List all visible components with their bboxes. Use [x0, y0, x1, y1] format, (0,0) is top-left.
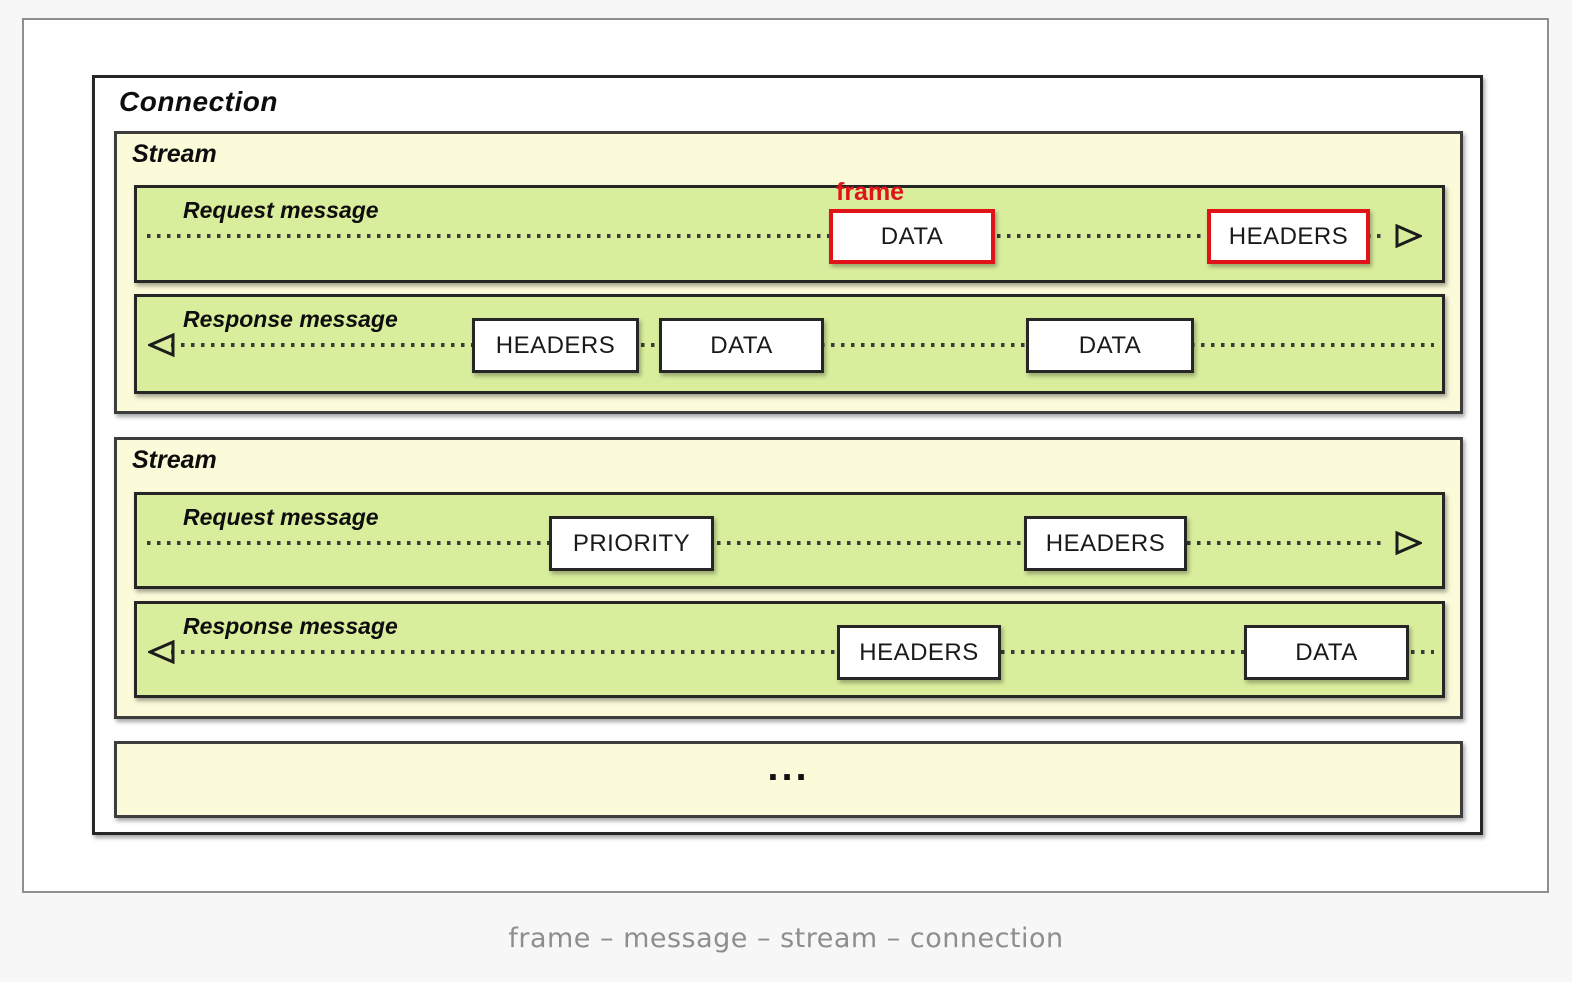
arrow-left-icon [148, 332, 175, 358]
request-message-label: Request message [183, 504, 379, 530]
response-message-label: Response message [183, 306, 398, 332]
frame-box-data: DATA [659, 318, 824, 373]
response-message-row: Response message HEADERS DATA DATA [134, 294, 1445, 394]
dotted-flow-line [171, 650, 1434, 654]
arrow-right-icon [1395, 530, 1422, 556]
stream-label: Stream [132, 140, 217, 168]
request-message-label: Request message [183, 197, 379, 223]
frame-box-data: DATA [1244, 625, 1409, 680]
frame-label: DATA [1078, 331, 1142, 359]
frame-label: DATA [710, 331, 773, 359]
diagram-frame: Connection Stream Request message frame … [22, 18, 1549, 893]
stream-box-2: Stream Request message PRIORITY HEADERS [114, 437, 1463, 719]
frame-box-data: DATA [1026, 318, 1194, 373]
request-message-row: Request message PRIORITY HEADERS [134, 492, 1445, 589]
response-message-label: Response message [183, 613, 398, 639]
frame-box-headers: HEADERS [1024, 516, 1187, 571]
dotted-flow-line [147, 541, 1386, 545]
frame-label: PRIORITY [572, 529, 691, 557]
stream-box-1: Stream Request message frame DATA HEADER… [114, 131, 1463, 414]
arrow-right-icon [1395, 223, 1422, 249]
frame-label: HEADERS [1228, 222, 1349, 250]
connection-label: Connection [119, 86, 278, 117]
frame-label: HEADERS [1045, 529, 1166, 557]
frame-box-priority: PRIORITY [549, 516, 714, 571]
figure-caption: frame – message – stream – connection [508, 923, 1064, 954]
response-message-row: Response message HEADERS DATA [134, 601, 1445, 698]
frame-label: HEADERS [859, 638, 979, 666]
stream-label: Stream [132, 446, 217, 474]
frame-annotation-label: frame [836, 178, 905, 206]
request-message-row: Request message frame DATA HEADERS [134, 178, 1445, 283]
frame-box-headers: HEADERS [1207, 209, 1370, 264]
frame-label: DATA [1295, 638, 1358, 666]
frame-box-data: DATA [829, 209, 995, 264]
connection-box: Connection Stream Request message frame … [92, 75, 1483, 835]
more-streams-box: ... [114, 741, 1463, 818]
frame-box-headers: HEADERS [472, 318, 639, 373]
frame-box-headers: HEADERS [837, 625, 1001, 680]
ellipsis-text: ... [767, 745, 810, 789]
frame-label: DATA [880, 222, 944, 250]
arrow-left-icon [148, 639, 175, 665]
dotted-flow-line [147, 234, 1386, 238]
frame-label: HEADERS [495, 331, 616, 359]
